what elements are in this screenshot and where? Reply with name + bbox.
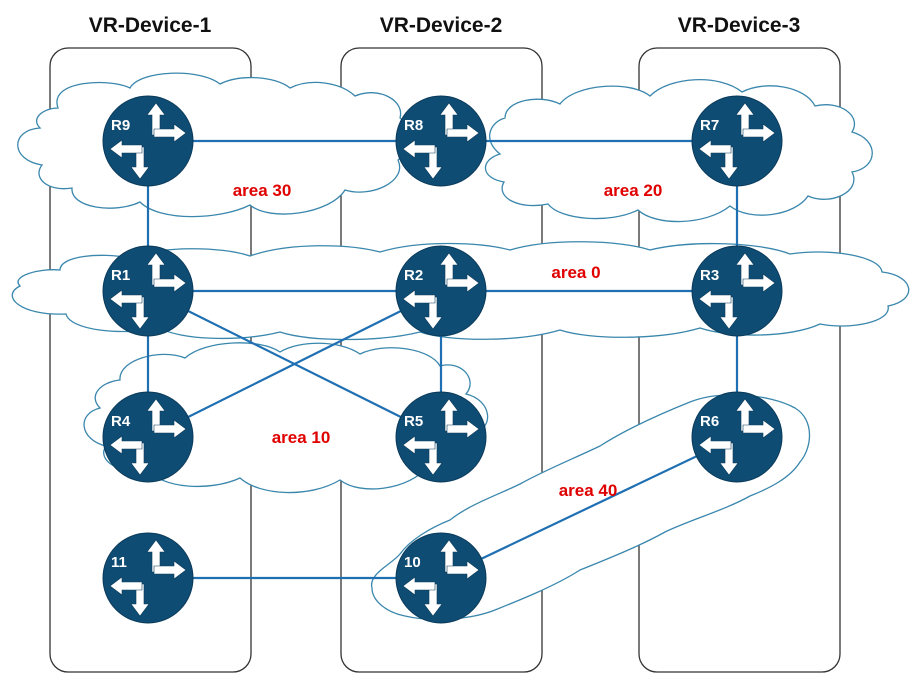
router-body bbox=[691, 245, 783, 337]
router-label: R3 bbox=[700, 267, 719, 284]
router-icon bbox=[109, 252, 187, 330]
router-icon bbox=[109, 102, 187, 180]
router-r10[interactable]: 10 bbox=[395, 532, 487, 624]
device-title-vr1: VR-Device-1 bbox=[89, 14, 212, 37]
router-label: R4 bbox=[111, 413, 131, 430]
router-body bbox=[395, 245, 487, 337]
router-label: R9 bbox=[111, 117, 130, 134]
area-30-label: area 30 bbox=[233, 181, 292, 200]
router-label: R2 bbox=[404, 267, 423, 284]
router-r2[interactable]: R2 bbox=[395, 245, 487, 337]
router-body bbox=[395, 532, 487, 624]
device-title-vr3: VR-Device-3 bbox=[678, 14, 801, 37]
router-label: 10 bbox=[404, 554, 421, 571]
router-icon bbox=[402, 398, 480, 476]
router-body bbox=[691, 391, 783, 483]
router-icon bbox=[402, 539, 480, 617]
device-titles: VR-Device-1 VR-Device-2 VR-Device-3 bbox=[89, 14, 801, 37]
router-r1[interactable]: R1 bbox=[102, 245, 194, 337]
router-label: R7 bbox=[700, 117, 719, 134]
router-r7[interactable]: R7 bbox=[691, 95, 783, 187]
router-body bbox=[395, 95, 487, 187]
area-20-cloud bbox=[484, 79, 873, 223]
router-icon bbox=[698, 102, 776, 180]
router-label: R1 bbox=[111, 267, 130, 284]
router-icon bbox=[698, 398, 776, 476]
router-r6[interactable]: R6 bbox=[691, 391, 783, 483]
router-r11[interactable]: 11 bbox=[102, 532, 194, 624]
area-10-label: area 10 bbox=[272, 428, 331, 447]
device-box-vr3 bbox=[638, 47, 841, 673]
area-20-label: area 20 bbox=[604, 181, 663, 200]
router-icon bbox=[698, 252, 776, 330]
router-body bbox=[102, 95, 194, 187]
router-r3[interactable]: R3 bbox=[691, 245, 783, 337]
router-body bbox=[395, 391, 487, 483]
router-body bbox=[102, 245, 194, 337]
link-r2-r4 bbox=[147, 290, 442, 438]
router-label: R8 bbox=[404, 117, 423, 134]
router-body bbox=[102, 532, 194, 624]
router-label: R5 bbox=[404, 413, 423, 430]
device-title-vr2: VR-Device-2 bbox=[380, 14, 503, 37]
area-0-label: area 0 bbox=[551, 263, 600, 282]
router-icon bbox=[109, 539, 187, 617]
area-30-cloud bbox=[17, 72, 412, 218]
area-labels: area 30 area 20 area 0 area 10 area 40 bbox=[233, 181, 663, 500]
router-icon bbox=[402, 102, 480, 180]
router-body bbox=[691, 95, 783, 187]
router-icon bbox=[402, 252, 480, 330]
area-40-label: area 40 bbox=[559, 481, 618, 500]
router-label: 11 bbox=[111, 554, 127, 571]
router-label: R6 bbox=[700, 413, 719, 430]
router-r8[interactable]: R8 bbox=[395, 95, 487, 187]
router-r9[interactable]: R9 bbox=[102, 95, 194, 187]
router-icon bbox=[109, 398, 187, 476]
link-r6-r10 bbox=[440, 436, 738, 579]
router-r4[interactable]: R4 bbox=[102, 391, 194, 483]
router-body bbox=[102, 391, 194, 483]
router-r5[interactable]: R5 bbox=[395, 391, 487, 483]
